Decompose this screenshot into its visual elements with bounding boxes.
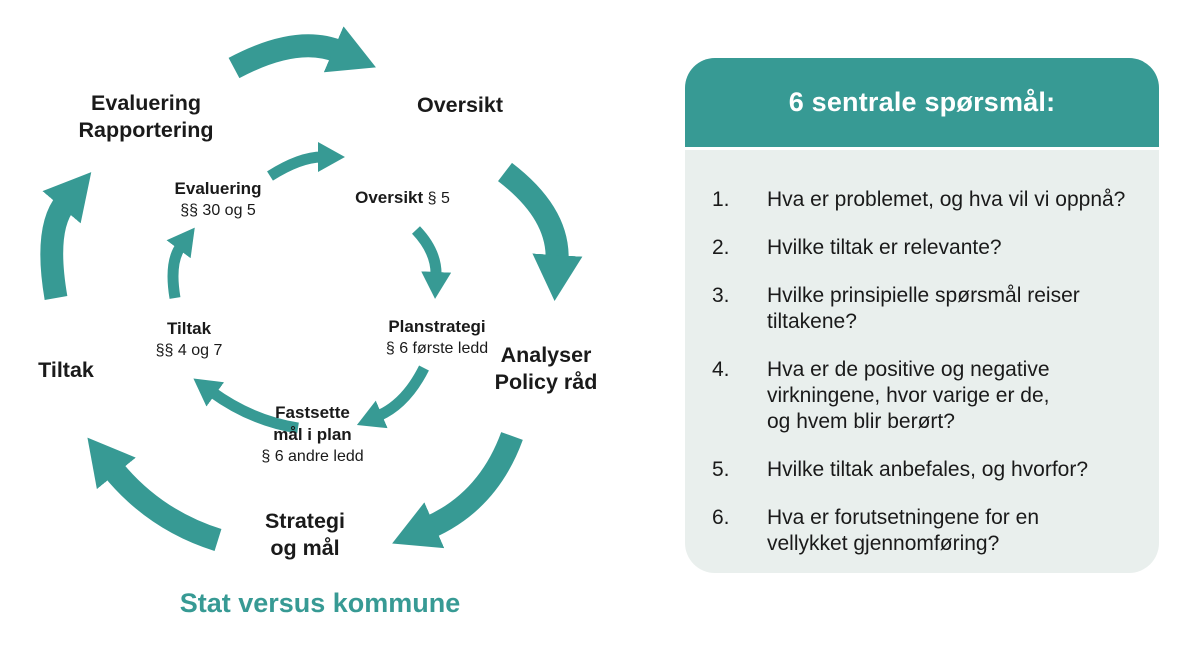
inner-arrow-fastsette-to-tiltak-icon bbox=[193, 378, 299, 434]
outer-label-oversikt: Oversikt bbox=[390, 92, 530, 119]
outer-arrow-tiltak-to-evaluering-icon bbox=[40, 172, 92, 300]
list-item: 4. Hva er de positive og negative virkni… bbox=[712, 357, 1129, 435]
questions-panel-title: 6 sentrale spørsmål: bbox=[788, 87, 1056, 117]
inner-label-title: Evaluering bbox=[174, 179, 262, 198]
item-number: 3. bbox=[712, 284, 730, 307]
questions-list: 1. Hva er problemet, og hva vil vi oppnå… bbox=[685, 150, 1159, 557]
outer-arrow-strategi-to-tiltak-icon bbox=[87, 437, 222, 551]
item-text: Hvilke tiltak er relevante? bbox=[767, 236, 1002, 259]
cycle-diagram: Evaluering Rapportering Oversikt Analyse… bbox=[16, 26, 616, 618]
outer-label-line: Oversikt bbox=[416, 93, 504, 117]
outer-label-analyser-policy-rad: Analyser Policy råd bbox=[476, 342, 616, 396]
outer-label-tiltak: Tiltak bbox=[16, 357, 116, 384]
outer-label-line: og mål bbox=[270, 536, 340, 560]
inner-label-title: Tiltak bbox=[166, 319, 212, 338]
outer-label-line: Analyser bbox=[500, 343, 592, 367]
inner-label-planstrategi: Planstrategi § 6 første ledd bbox=[362, 316, 512, 359]
item-number: 1. bbox=[712, 188, 730, 211]
inner-label-title: mål i plan bbox=[273, 425, 352, 444]
inner-label-title: Oversikt bbox=[355, 188, 424, 207]
outer-label-line: Tiltak bbox=[38, 358, 94, 382]
item-number: 6. bbox=[712, 506, 730, 529]
questions-panel-header: 6 sentrale spørsmål: bbox=[685, 58, 1159, 150]
list-item: 2. Hvilke tiltak er relevante? bbox=[712, 235, 1129, 261]
item-text: Hva er de positive og negative virkninge… bbox=[767, 358, 1050, 433]
inner-label-paragraph: § 6 første ledd bbox=[385, 340, 489, 357]
diagram-caption: Stat versus kommune bbox=[179, 588, 461, 618]
outer-label-line: Policy råd bbox=[494, 370, 598, 394]
inner-label-paragraph: §§ 4 og 7 bbox=[155, 342, 223, 359]
outer-label-evaluering-rapportering: Evaluering Rapportering bbox=[26, 90, 266, 144]
outer-label-line: Strategi bbox=[264, 509, 346, 533]
inner-label-paragraph: §§ 30 og 5 bbox=[180, 202, 256, 219]
list-item: 6. Hva er forutsetningene for en vellykk… bbox=[712, 505, 1129, 557]
outer-label-strategi-og-mal: Strategi og mål bbox=[235, 508, 375, 562]
inner-label-paragraph: § 6 andre ledd bbox=[261, 448, 364, 465]
item-text: Hva er problemet, og hva vil vi oppnå? bbox=[767, 188, 1126, 211]
questions-panel: 6 sentrale spørsmål: 1. Hva er problemet… bbox=[685, 58, 1159, 573]
item-number: 4. bbox=[712, 358, 730, 381]
inner-arrow-evaluering-to-oversikt-icon bbox=[267, 142, 345, 181]
item-text: Hvilke tiltak anbefales, og hvorfor? bbox=[767, 458, 1088, 481]
list-item: 3. Hvilke prinsipielle spørsmål reiser t… bbox=[712, 283, 1129, 335]
inner-label-evaluering: Evaluering §§ 30 og 5 bbox=[150, 178, 286, 221]
outer-label-line: Rapportering bbox=[78, 118, 214, 142]
inner-label-tiltak: Tiltak §§ 4 og 7 bbox=[129, 318, 249, 361]
inner-label-title: Planstrategi bbox=[388, 317, 486, 336]
outer-arrow-evaluering-to-oversikt-icon bbox=[228, 26, 376, 79]
outer-arrow-analyser-to-strategi-icon bbox=[392, 431, 523, 549]
item-number: 5. bbox=[712, 458, 730, 481]
inner-arrow-oversikt-to-planstrategi-icon bbox=[411, 226, 452, 299]
item-text: Hva er forutsetningene for en vellykket … bbox=[767, 506, 1039, 555]
item-number: 2. bbox=[712, 236, 730, 259]
inner-label-paragraph: § 5 bbox=[427, 190, 450, 207]
item-text: Hvilke prinsipielle spørsmål reiser tilt… bbox=[767, 284, 1080, 333]
cycle-arrows-canvas bbox=[40, 26, 583, 551]
inner-label-oversikt: Oversikt § 5 bbox=[330, 188, 475, 208]
inner-label-fastsette-mal-i-plan: Fastsette mål i plan § 6 andre ledd bbox=[245, 402, 380, 467]
outer-label-line: Evaluering bbox=[91, 91, 201, 115]
list-item: 5. Hvilke tiltak anbefales, og hvorfor? bbox=[712, 457, 1129, 483]
list-item: 1. Hva er problemet, og hva vil vi oppnå… bbox=[712, 187, 1129, 213]
inner-label-title: Fastsette bbox=[275, 403, 350, 422]
inner-arrow-planstrategi-to-fastsette-icon bbox=[356, 365, 429, 429]
inner-arrow-tiltak-to-evaluering-icon bbox=[166, 227, 195, 299]
outer-arrow-oversikt-to-analyser-icon bbox=[497, 162, 583, 302]
